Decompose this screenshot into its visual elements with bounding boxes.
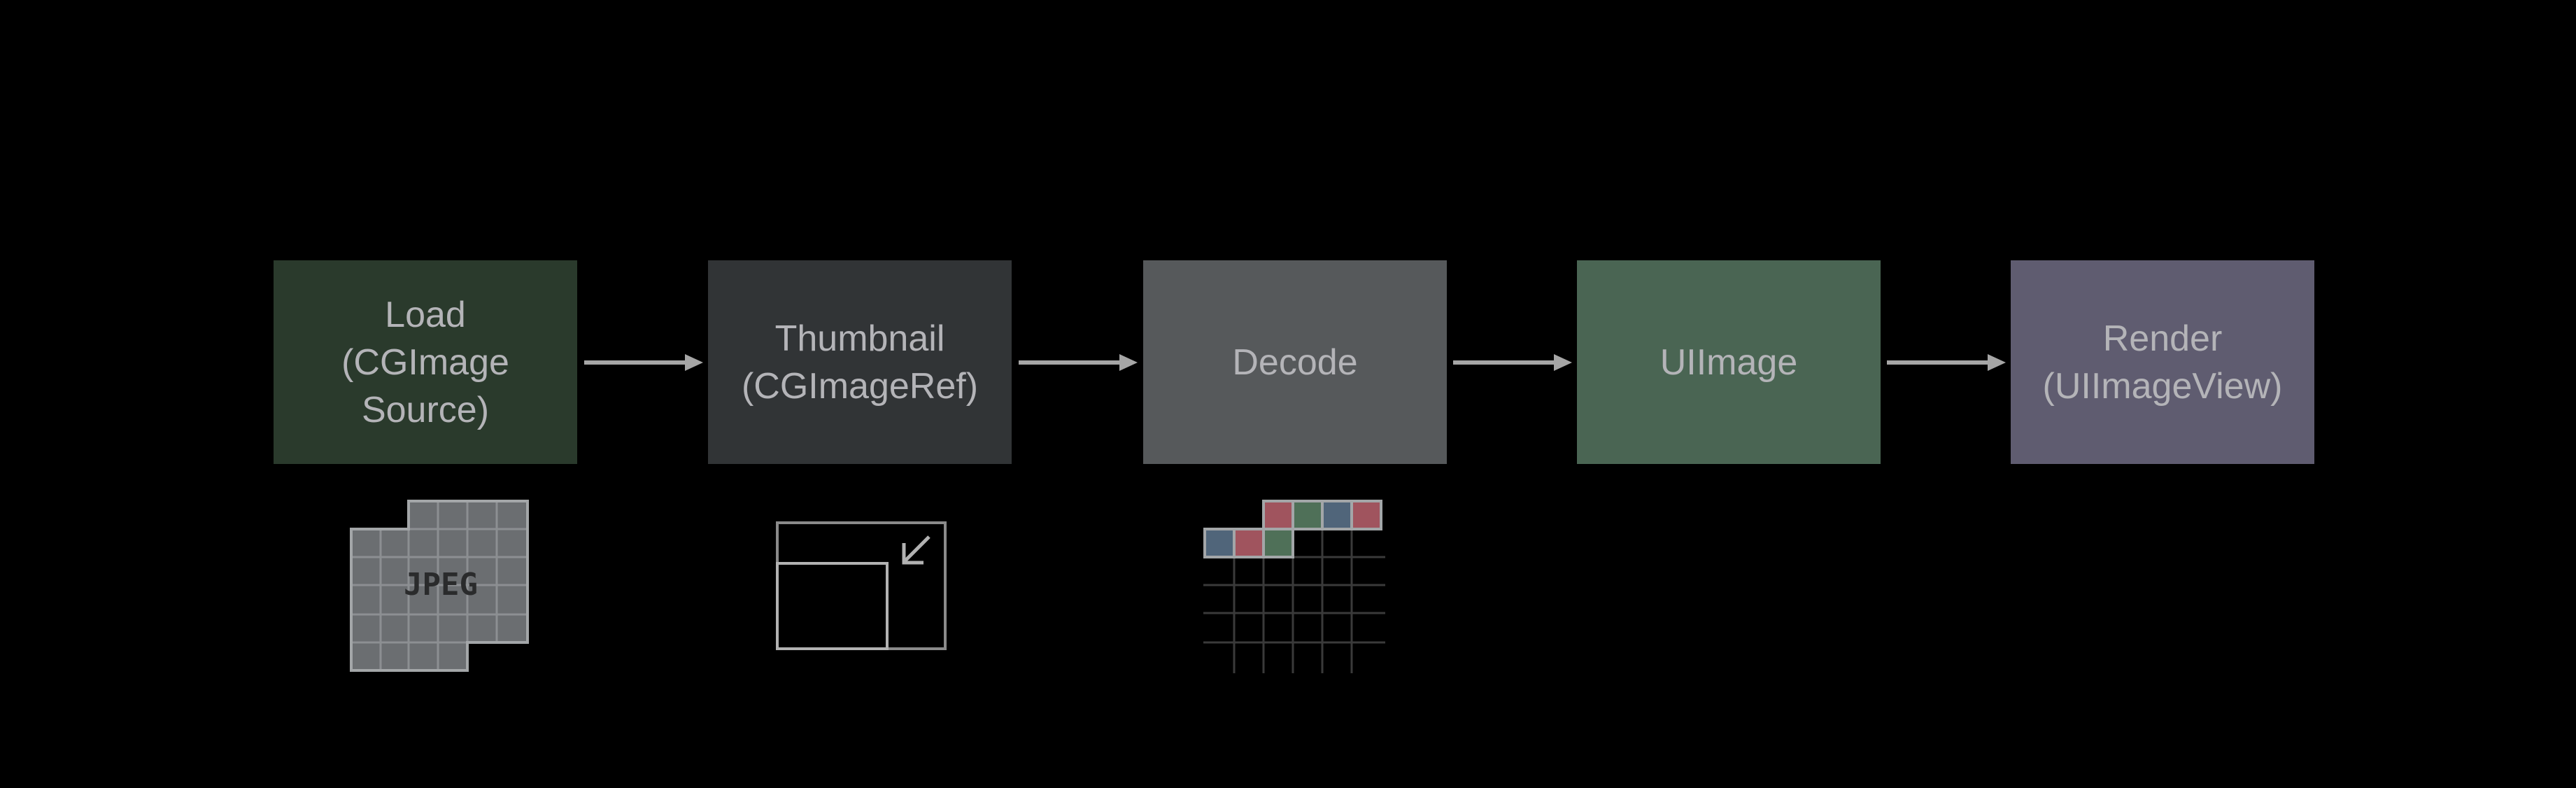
arrow-right-icon (1887, 354, 2006, 371)
arrow-right-icon (1453, 354, 1572, 371)
thumbnail-icon (776, 521, 947, 650)
jpeg-label: JPEG (404, 567, 478, 603)
step-decode-label: Decode (1232, 342, 1358, 383)
step-thumbnail-label: Thumbnail (CGImageRef) (741, 318, 979, 407)
arrow-right-icon (584, 354, 703, 371)
step-render-label: Render (UIImageView) (2042, 318, 2283, 407)
step-uiimage-box: UIImage (1577, 260, 1881, 464)
step-render-box: Render (UIImageView) (2011, 260, 2314, 464)
step-load-box: Load (CGImage Source) (274, 260, 577, 464)
decoded-pixel-grid-icon (1203, 500, 1385, 673)
step-uiimage-label: UIImage (1659, 342, 1798, 383)
step-load-label: Load (CGImage Source) (341, 294, 509, 430)
arrow-right-icon (1019, 354, 1138, 371)
step-thumbnail-box: Thumbnail (CGImageRef) (708, 260, 1012, 464)
jpeg-file-icon: JPEG (350, 500, 529, 672)
step-decode-box: Decode (1143, 260, 1447, 464)
